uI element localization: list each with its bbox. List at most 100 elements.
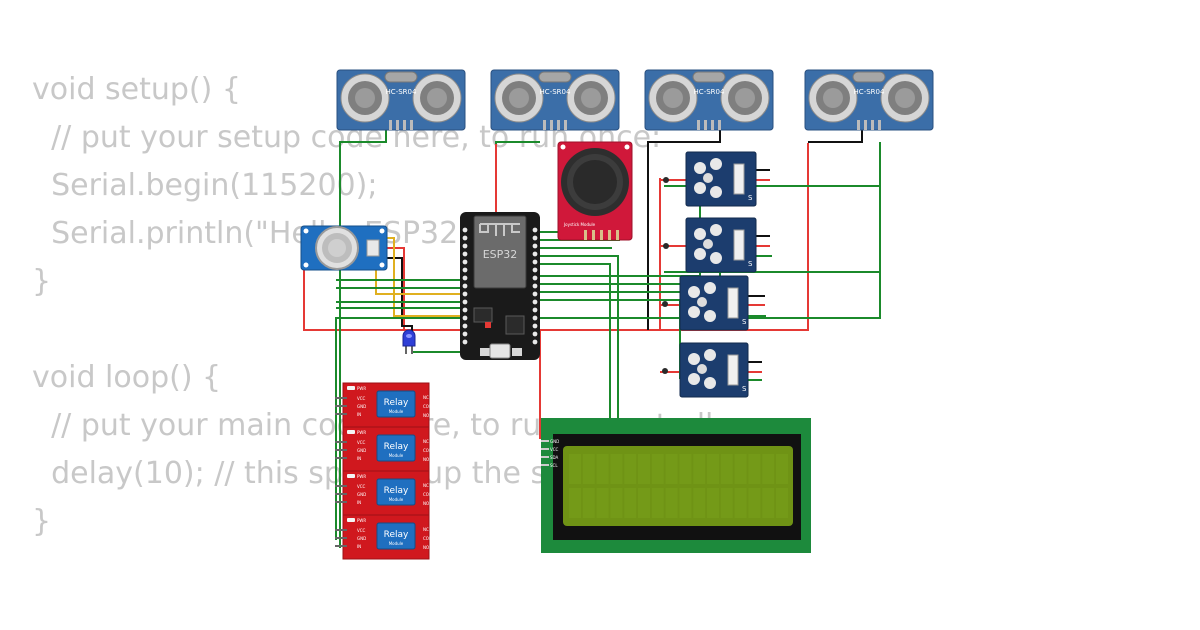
pin-echo[interactable] [403, 120, 406, 130]
esp32-pin[interactable] [532, 315, 538, 321]
wire-us2-signal[interactable] [495, 141, 540, 144]
wire-gnd-1[interactable] [647, 128, 721, 330]
esp32-pin[interactable] [532, 283, 538, 289]
pin-trig[interactable] [704, 120, 707, 130]
relay-pin-vcc[interactable] [335, 397, 347, 399]
esp32-pin[interactable] [532, 227, 538, 233]
esp32-pin[interactable] [532, 267, 538, 273]
esp32-pin[interactable] [532, 339, 538, 345]
esp32-pin[interactable] [532, 243, 538, 249]
lcd-pin-vcc[interactable] [541, 448, 549, 450]
led-blue[interactable] [402, 329, 416, 354]
esp32-pin[interactable] [532, 235, 538, 241]
gas-sensor[interactable] [300, 225, 388, 271]
wire-gnd-2[interactable] [808, 128, 863, 143]
joystick-pin[interactable] [592, 230, 595, 240]
joystick-pin[interactable] [600, 230, 603, 240]
lcd-pin-sda[interactable] [541, 456, 549, 458]
relay-pin-gnd[interactable] [335, 449, 347, 451]
esp32-pin[interactable] [462, 275, 468, 281]
pin-vcc[interactable] [543, 120, 546, 130]
pin-gnd[interactable] [718, 120, 721, 130]
pin-vcc[interactable] [857, 120, 860, 130]
esp32-pin[interactable] [462, 283, 468, 289]
relay-pin-vcc[interactable] [335, 441, 347, 443]
wire-us4-signal[interactable] [335, 142, 881, 540]
relay-pin-in[interactable] [335, 501, 347, 503]
wire-gas-signal-1[interactable] [386, 237, 470, 317]
pin-echo[interactable] [711, 120, 714, 130]
esp32-pin[interactable] [462, 339, 468, 345]
esp32-pin[interactable] [462, 267, 468, 273]
pin-echo[interactable] [871, 120, 874, 130]
esp32-pin[interactable] [532, 259, 538, 265]
pin-vcc[interactable] [697, 120, 700, 130]
lcd-pin-scl[interactable] [541, 464, 549, 466]
pin-trig[interactable] [864, 120, 867, 130]
ultrasonic-sensor-3[interactable]: HC-SR04 [644, 69, 774, 131]
pin-echo[interactable] [557, 120, 560, 130]
esp32-pin[interactable] [462, 331, 468, 337]
esp32-pin[interactable] [462, 227, 468, 233]
ir-sensor-1[interactable]: S [663, 151, 757, 207]
relay-terminal-label: COM [423, 492, 433, 497]
relay-terminal-label: NO [423, 413, 429, 418]
esp32-pin[interactable] [532, 291, 538, 297]
lcd-pin-gnd[interactable] [541, 440, 549, 442]
pin-vcc[interactable] [389, 120, 392, 130]
relay-pin-gnd[interactable] [335, 405, 347, 407]
relay-label: Relay [384, 398, 409, 408]
ir-sensor-3[interactable]: S [662, 275, 749, 331]
esp32-board[interactable]: ESP32 [460, 212, 540, 360]
esp32-pin[interactable] [462, 323, 468, 329]
esp32-pin[interactable] [532, 299, 538, 305]
esp32-pin[interactable] [462, 307, 468, 313]
usb-port [489, 343, 511, 359]
wire-power-main[interactable] [303, 143, 809, 331]
relay-pin-gnd[interactable] [335, 537, 347, 539]
reset-button[interactable] [512, 348, 522, 356]
ir-sensor-4[interactable]: S [662, 342, 749, 398]
pin-gnd[interactable] [564, 120, 567, 130]
esp32-pin[interactable] [532, 251, 538, 257]
ultrasonic-sensor-1[interactable]: HC-SR04 [336, 69, 466, 131]
esp32-pin[interactable] [462, 299, 468, 305]
pin-trig[interactable] [396, 120, 399, 130]
esp32-pin[interactable] [462, 291, 468, 297]
wire-us1-signal[interactable] [339, 128, 387, 548]
relay-terminal-label: NO [423, 457, 429, 462]
relay-pin-in[interactable] [335, 413, 347, 415]
joystick[interactable]: Joystick Module [557, 141, 633, 241]
pin-gnd[interactable] [878, 120, 881, 130]
relay-pin-vcc[interactable] [335, 529, 347, 531]
joystick-pin[interactable] [608, 230, 611, 240]
ultrasonic-sensor-4[interactable]: HC-SR04 [804, 69, 934, 131]
relay-pin-vcc[interactable] [335, 485, 347, 487]
relay-label: Relay [384, 486, 409, 496]
ir-sensor-2[interactable]: S [663, 217, 757, 273]
joystick-pin[interactable] [616, 230, 619, 240]
boot-button[interactable] [480, 348, 490, 356]
esp32-pin[interactable] [532, 275, 538, 281]
wire-ir-4[interactable] [540, 299, 700, 379]
pin-gnd[interactable] [410, 120, 413, 130]
esp32-pin[interactable] [462, 251, 468, 257]
relay-pin-in[interactable] [335, 545, 347, 547]
esp32-pin[interactable] [462, 235, 468, 241]
joystick-pin[interactable] [584, 230, 587, 240]
esp32-pin[interactable] [462, 243, 468, 249]
ultrasonic-sensor-2[interactable]: HC-SR04 [490, 69, 620, 131]
esp32-pin[interactable] [532, 323, 538, 329]
esp32-pin[interactable] [532, 307, 538, 313]
esp32-pin[interactable] [462, 315, 468, 321]
relay-pin-in[interactable] [335, 457, 347, 459]
esp32-pin[interactable] [462, 259, 468, 265]
relay-pin-gnd[interactable] [335, 493, 347, 495]
pin-trig[interactable] [550, 120, 553, 130]
esp32-pin[interactable] [532, 331, 538, 337]
